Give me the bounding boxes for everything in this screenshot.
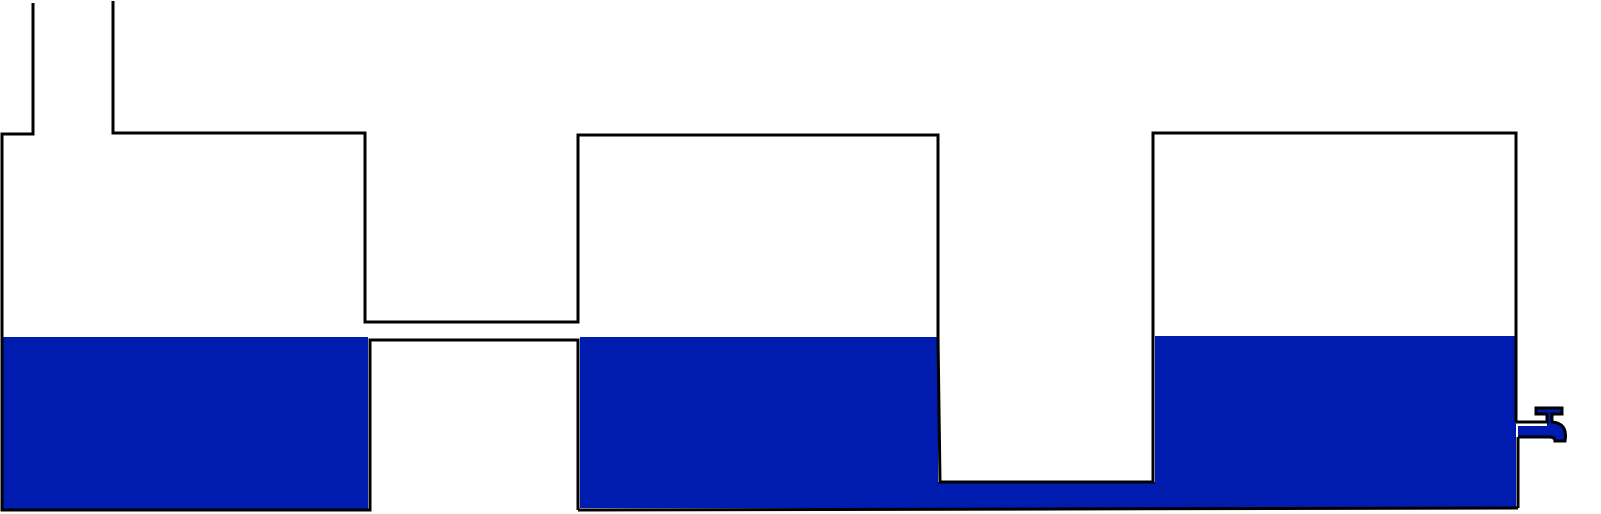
water-bottom-channel [938,482,1156,508]
tank-1-lower-outline [0,337,580,512]
water-fills [3,336,1566,510]
tap-icon [1516,406,1567,443]
water-tank-1 [3,337,368,510]
water-tank-3 [580,337,938,508]
u-pipe-outline [936,131,1518,484]
vessel-outlines [0,1,1567,512]
water-tap [1518,408,1566,441]
water-tank-4 [1155,336,1516,508]
tank-3-bottom-outline [577,506,1519,512]
tank-1-upper-outline [0,3,35,337]
tank-2-chimney-outline [111,1,940,337]
